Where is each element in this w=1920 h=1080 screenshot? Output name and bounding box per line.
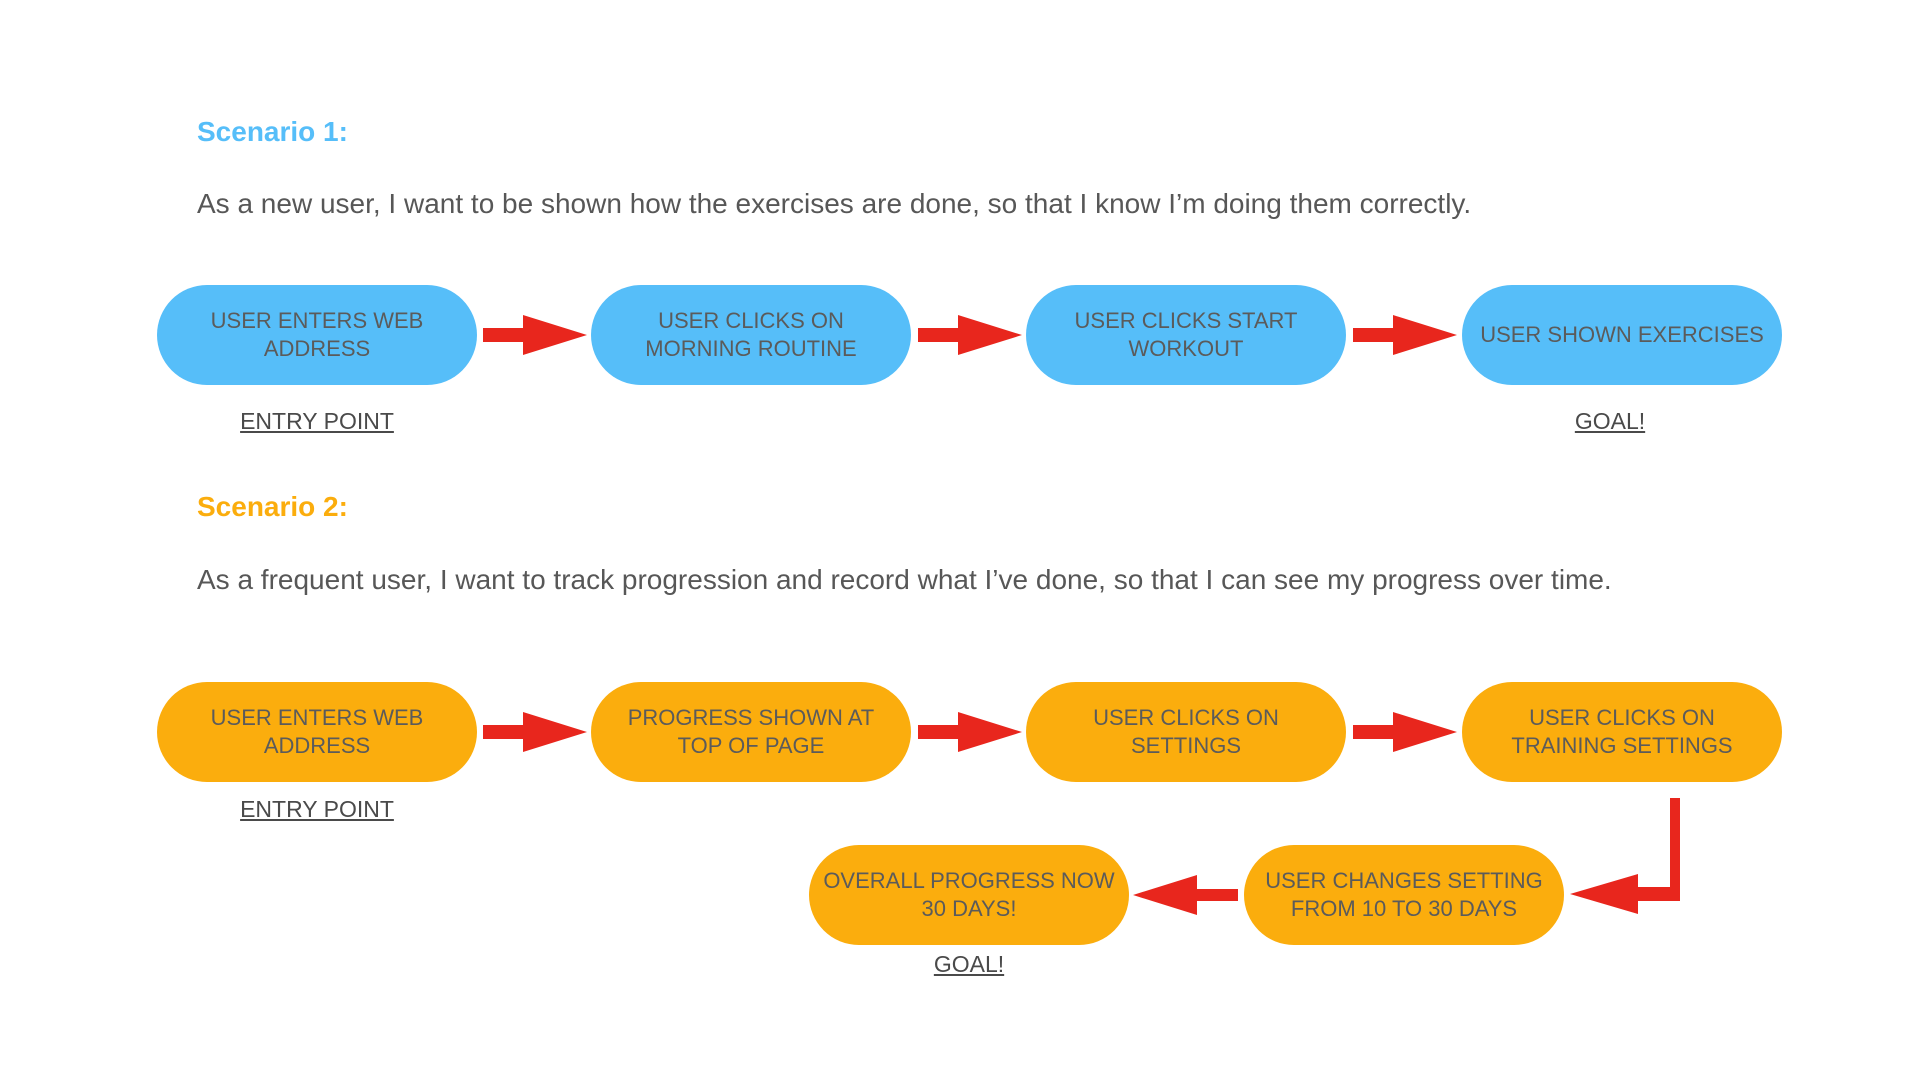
scenario-1-step-1-label: USER ENTERS WEB ADDRESS [210,308,424,361]
scenario-2-step-3: USER CLICKS ON SETTINGS [1026,682,1346,782]
scenario-1-step-2-label: USER CLICKS ON MORNING ROUTINE [645,308,857,361]
scenario-1-step-4-label: USER SHOWN EXERCISES [1480,322,1764,347]
scenario-1-heading: Scenario 1: [197,116,348,147]
scenario-2-step-1-label: USER ENTERS WEB ADDRESS [210,705,424,758]
scenario-2-step-2-label: PROGRESS SHOWN AT TOP OF PAGE [627,705,875,758]
scenario-2-step-5: USER CHANGES SETTING FROM 10 TO 30 DAYS [1244,845,1564,945]
scenario-2-arrow-right-3 [1353,712,1457,752]
scenario-2-step-6: OVERALL PROGRESS NOW 30 DAYS! [809,845,1129,945]
scenario-1-arrow-right-1 [483,315,587,355]
scenario-2-heading: Scenario 2: [197,491,348,522]
scenario-2-user-story: As a frequent user, I want to track prog… [197,564,1612,595]
scenario-2-arrow-right-1 [483,712,587,752]
scenario-1-step-2: USER CLICKS ON MORNING ROUTINE [591,285,911,385]
scenario-2-step-2: PROGRESS SHOWN AT TOP OF PAGE [591,682,911,782]
scenario-2-step-6-label: OVERALL PROGRESS NOW 30 DAYS! [823,868,1115,921]
scenario-1-user-story: As a new user, I want to be shown how th… [197,188,1472,219]
scenario-1-arrow-right-2 [918,315,1022,355]
scenario-2-step-1: USER ENTERS WEB ADDRESS [157,682,477,782]
scenario-1-goal-label: GOAL! [1574,408,1646,434]
scenario-1-arrow-right-3 [1353,315,1457,355]
scenario-2-goal-label: GOAL! [933,951,1005,977]
scenario-2-entry-point-label: ENTRY POINT [240,796,394,822]
scenario-2-arrow-elbow [1570,798,1680,914]
scenario-2-step-5-label: USER CHANGES SETTING FROM 10 TO 30 DAYS [1265,868,1543,921]
scenario-2-step-4-label: USER CLICKS ON TRAINING SETTINGS [1511,705,1733,758]
scenario-1-entry-point-label: ENTRY POINT [240,408,394,434]
scenario-2-arrow-left [1133,875,1238,915]
scenario-2-arrow-right-2 [918,712,1022,752]
scenario-2-step-4: USER CLICKS ON TRAINING SETTINGS [1462,682,1782,782]
scenario-2-step-3-label: USER CLICKS ON SETTINGS [1093,705,1279,758]
scenario-1-step-1: USER ENTERS WEB ADDRESS [157,285,477,385]
scenario-1-step-3-label: USER CLICKS START WORKOUT [1074,308,1298,361]
scenario-1-step-3: USER CLICKS START WORKOUT [1026,285,1346,385]
scenario-1-step-4: USER SHOWN EXERCISES [1462,285,1782,385]
